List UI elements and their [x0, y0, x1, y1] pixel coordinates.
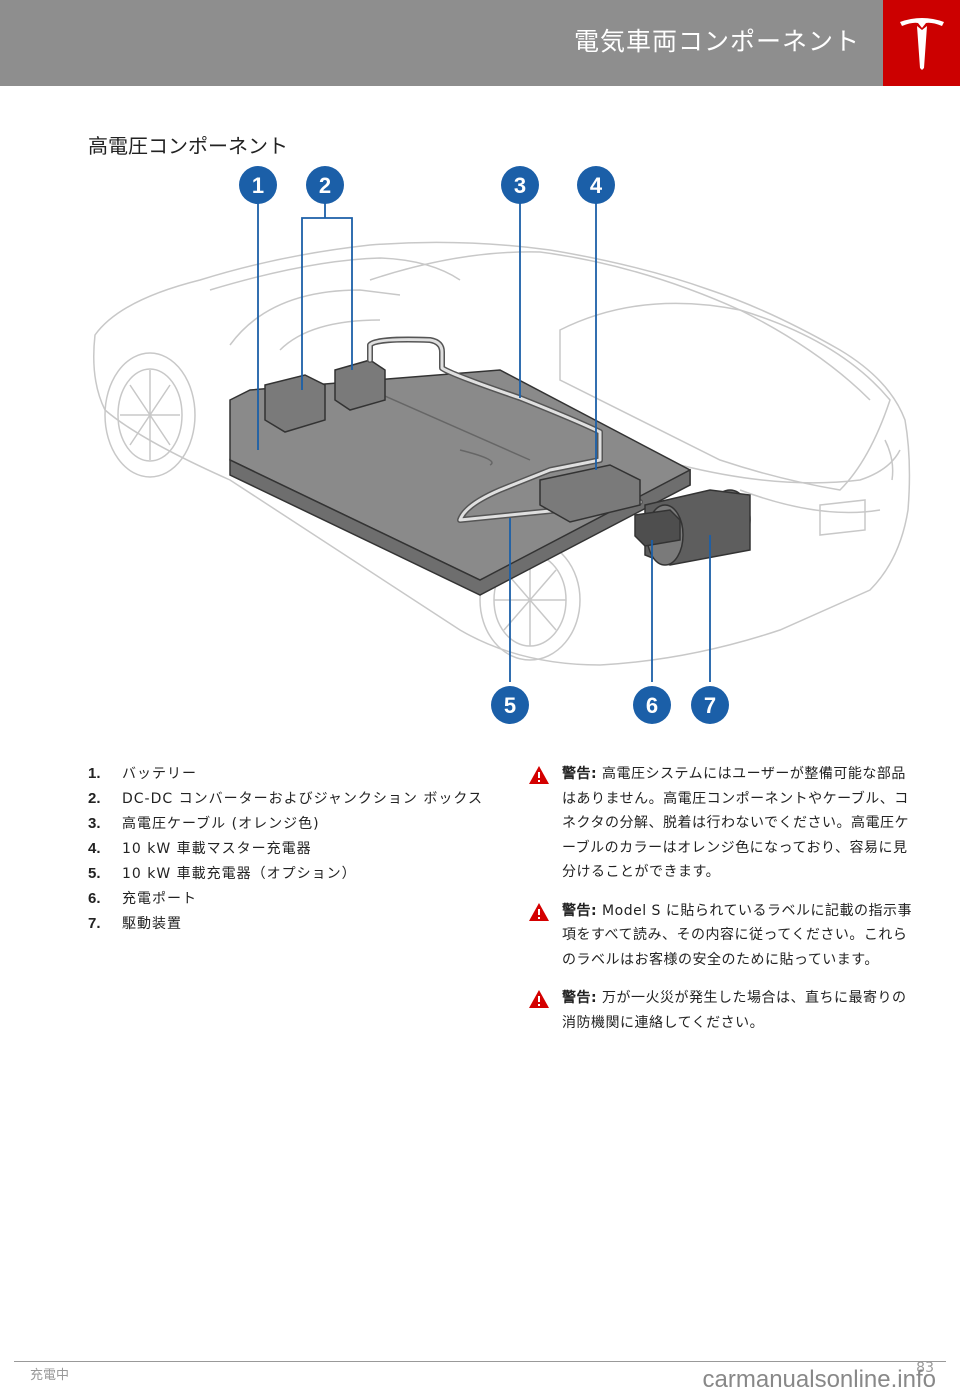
- list-item-label: 10 kW 車載充電器（オプション）: [122, 866, 357, 882]
- callout-number: 7: [704, 693, 716, 718]
- charge-port: [634, 509, 681, 547]
- callout-number: 3: [514, 173, 526, 198]
- list-item-label: 高電圧ケーブル (オレンジ色): [122, 816, 320, 832]
- warning-text: 警告: Model S に貼られているラベルに記載の指示事項をすべて読み、その内…: [562, 899, 920, 973]
- callout-2: 2: [306, 166, 344, 204]
- warning-body: 高電圧システムにはユーザーが整備可能な部品はありません。高電圧コンポーネントやケ…: [562, 766, 910, 880]
- warning-body: 万が一火災が発生した場合は、直ちに最寄りの消防機関に連絡してください。: [562, 990, 907, 1031]
- list-item: 6. 充電ポート: [88, 887, 488, 911]
- warning-triangle-icon: [528, 986, 562, 1035]
- callout-number: 2: [319, 173, 331, 198]
- list-item-number: 3.: [88, 815, 101, 832]
- high-voltage-cable-highlight: [368, 338, 642, 522]
- warning-label: 警告:: [562, 766, 598, 782]
- list-item-number: 5.: [88, 865, 101, 882]
- list-item: 3. 高電圧ケーブル (オレンジ色): [88, 812, 488, 836]
- warning-text: 警告: 万が一火災が発生した場合は、直ちに最寄りの消防機関に連絡してください。: [562, 986, 920, 1035]
- callout-number: 4: [590, 173, 603, 198]
- callout-3: 3: [501, 166, 539, 204]
- list-item: 2. DC-DC コンバーターおよびジャンクション ボックス: [88, 787, 488, 811]
- list-item-label: バッテリー: [122, 766, 197, 782]
- dc-dc-junction-box: [264, 359, 386, 433]
- callout-number: 1: [252, 173, 264, 198]
- callout-4: 4: [577, 166, 615, 204]
- tesla-logo-icon: [900, 18, 944, 70]
- list-item-number: 4.: [88, 840, 101, 857]
- list-item-label: 10 kW 車載マスター充電器: [122, 841, 312, 857]
- callout-number: 6: [646, 693, 658, 718]
- warning-block: 警告: 高電圧システムにはユーザーが整備可能な部品はありません。高電圧コンポーネ…: [528, 762, 920, 885]
- master-charger: [539, 464, 641, 523]
- page-header: 電気車両コンポーネント: [0, 0, 960, 86]
- list-item-label: 駆動装置: [122, 916, 182, 932]
- warning-triangle-icon: [528, 899, 562, 973]
- page-number: 83: [916, 1360, 934, 1376]
- list-item: 7. 駆動装置: [88, 912, 488, 936]
- list-item-label: DC-DC コンバーターおよびジャンクション ボックス: [122, 791, 483, 807]
- chapter-title: 電気車両コンポーネント: [573, 27, 860, 56]
- component-list: 1. バッテリー 2. DC-DC コンバーターおよびジャンクション ボックス …: [88, 762, 488, 937]
- watermark: carmanualsonline.info: [702, 1366, 936, 1393]
- warning-block: 警告: Model S に貼られているラベルに記載の指示事項をすべて読み、その内…: [528, 899, 920, 973]
- footer-section-name: 充電中: [30, 1368, 70, 1383]
- callout-7: 7: [691, 686, 729, 724]
- list-item: 1. バッテリー: [88, 762, 488, 786]
- list-item-number: 2.: [88, 790, 101, 807]
- list-item: 5. 10 kW 車載充電器（オプション）: [88, 862, 488, 886]
- warning-label: 警告:: [562, 990, 598, 1006]
- warnings-column: 警告: 高電圧システムにはユーザーが整備可能な部品はありません。高電圧コンポーネ…: [528, 762, 920, 1049]
- warning-triangle-icon: [528, 762, 562, 885]
- list-item-number: 6.: [88, 890, 101, 907]
- callout-5: 5: [491, 686, 529, 724]
- section-title: 高電圧コンポーネント: [88, 134, 288, 158]
- callout-6: 6: [633, 686, 671, 724]
- list-item-label: 充電ポート: [122, 891, 197, 907]
- warning-block: 警告: 万が一火災が発生した場合は、直ちに最寄りの消防機関に連絡してください。: [528, 986, 920, 1035]
- car-outline: [93, 241, 911, 666]
- callout-number: 5: [504, 693, 516, 718]
- footer-divider: [14, 1361, 946, 1362]
- callout-1: 1: [239, 166, 277, 204]
- high-voltage-components-diagram: 1 2 3 4 5 6 7: [93, 166, 911, 724]
- warning-body: Model S に貼られているラベルに記載の指示事項をすべて読み、その内容に従っ…: [562, 902, 912, 968]
- list-item-number: 1.: [88, 765, 101, 782]
- list-item-number: 7.: [88, 915, 101, 932]
- tesla-logo-box: [883, 0, 960, 86]
- list-item: 4. 10 kW 車載マスター充電器: [88, 837, 488, 861]
- warning-text: 警告: 高電圧システムにはユーザーが整備可能な部品はありません。高電圧コンポーネ…: [562, 762, 920, 885]
- front-wheel: [104, 352, 196, 478]
- warning-label: 警告:: [562, 902, 598, 919]
- callout-leaders: [257, 202, 711, 682]
